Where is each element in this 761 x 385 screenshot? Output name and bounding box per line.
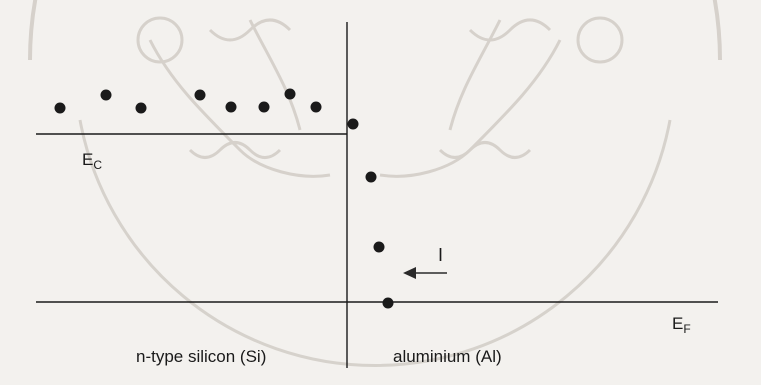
fermi-level-label-sub: F — [683, 322, 690, 336]
electron-dot — [195, 90, 206, 101]
left-material-label: n-type silicon (Si) — [136, 347, 266, 367]
electron-dot — [226, 102, 237, 113]
fermi-level-label: EF — [672, 314, 691, 336]
conduction-band-label-main: E — [82, 150, 93, 169]
electron-dot — [259, 102, 270, 113]
electron-dot — [348, 119, 359, 130]
right-material-label: aluminium (Al) — [393, 347, 502, 367]
electron-dot — [374, 242, 385, 253]
electron-dot — [383, 298, 394, 309]
electron-dot — [55, 103, 66, 114]
conduction-band-label-sub: C — [93, 158, 102, 172]
watermark-seal — [30, 0, 720, 365]
electron-dot — [311, 102, 322, 113]
electron-dot — [366, 172, 377, 183]
current-label: I — [438, 245, 443, 266]
electron-dot — [136, 103, 147, 114]
electron-dot — [101, 90, 112, 101]
fermi-level-label-main: E — [672, 314, 683, 333]
current-arrow-head — [403, 267, 416, 279]
conduction-band-label: EC — [82, 150, 102, 172]
electron-dot — [285, 89, 296, 100]
